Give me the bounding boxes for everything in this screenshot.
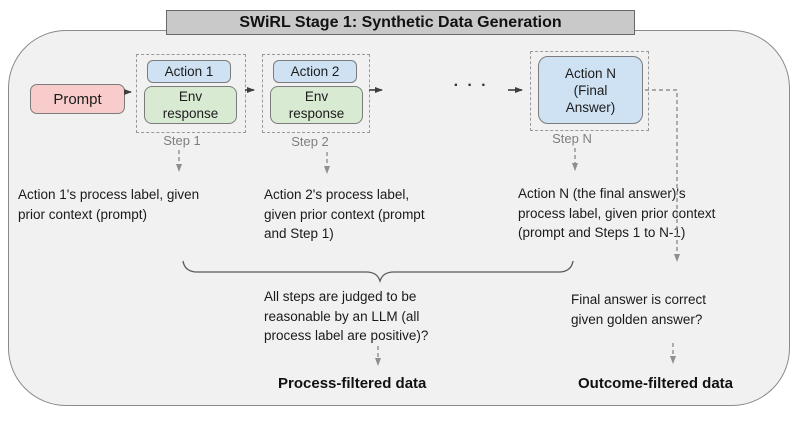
action-n-final-answer-box: Action N (Final Answer) [538, 56, 643, 124]
step-2-label: Step 2 [291, 134, 329, 149]
ellipsis: · · · [453, 77, 489, 94]
action-1-process-label-text: Action 1's process label, given prior co… [18, 187, 200, 222]
step-n-group: Action N (Final Answer) [530, 51, 649, 131]
action-n-process-label-text: Action N (the final answer)'s process la… [518, 186, 716, 240]
step-2-group: Action 2 Env response [262, 54, 370, 133]
process-filtered-data-label: Process-filtered data [278, 375, 427, 392]
action-1-box: Action 1 [147, 60, 231, 83]
step-1-label: Step 1 [163, 133, 201, 148]
outcome-filtered-data-label: Outcome-filtered data [578, 375, 734, 392]
step-1-group: Action 1 Env response [136, 54, 246, 133]
action-2-process-label-text: Action 2's process label, given prior co… [264, 187, 425, 241]
prompt-box: Prompt [30, 84, 125, 114]
step-n-label: Step N [552, 131, 592, 146]
env-response-2-box: Env response [270, 86, 363, 124]
action-2-box: Action 2 [273, 60, 357, 83]
outcome-filter-question-text: Final answer is correct given golden ans… [571, 292, 707, 327]
process-filter-question-text: All steps are judged to be reasonable by… [264, 289, 429, 343]
diagram-title: SWiRL Stage 1: Synthetic Data Generation [166, 10, 635, 35]
env-response-1-box: Env response [144, 86, 237, 124]
